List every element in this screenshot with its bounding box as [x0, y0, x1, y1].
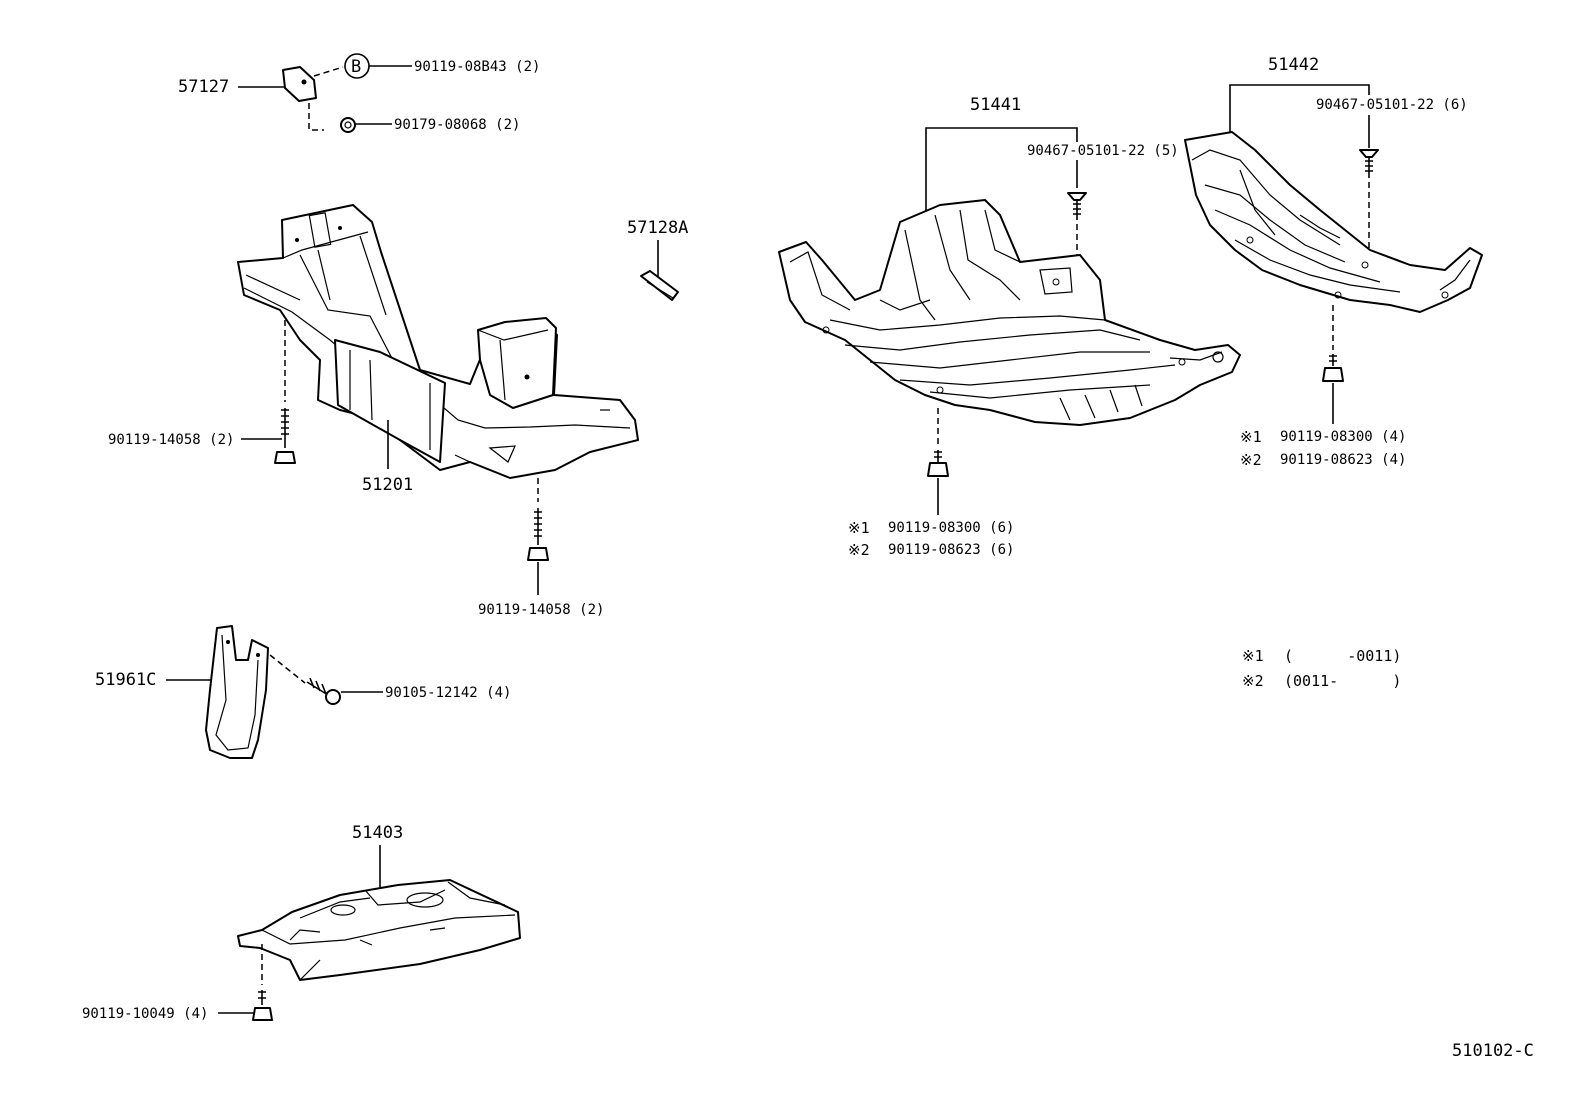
crossmember-51403 — [237, 879, 521, 981]
bolt-90119-08300-4-label: 90119-08300 (4) — [1280, 429, 1406, 445]
part-51441-label: 51441 — [970, 95, 1021, 115]
bolt-90119-08300-6 — [927, 462, 949, 477]
part-51403-label: 51403 — [352, 823, 403, 843]
fastener-90179-08068-label: 90179-08068 (2) — [394, 117, 520, 133]
mark-1-51442: ※1 — [1240, 428, 1262, 446]
note-2-text: (0011- ) — [1284, 672, 1401, 690]
undercover-51442-group: 51442 90467-05101-22 (6) ※1 90119-08300 … — [1184, 55, 1483, 469]
clip-90467-05101-22-6 — [1359, 149, 1379, 158]
bracket-57128a — [640, 270, 679, 301]
footnotes: ※1 ( -0011) ※2 (0011- ) — [1242, 647, 1401, 690]
part-51961c-label: 51961C — [95, 670, 156, 690]
diagram-reference-code: 510102-C — [1452, 1041, 1534, 1061]
bolt-90119-08300-6-label: 90119-08300 (6) — [888, 520, 1014, 536]
bolt-90119-14058-bottom — [527, 547, 549, 561]
note-1-text: ( -0011) — [1284, 647, 1401, 665]
bracket-57127-group: 57127 B 90119-08B43 (2) 90179-08068 (2) — [178, 53, 540, 133]
note-2-mark: ※2 — [1242, 672, 1264, 690]
undercover-51442 — [1184, 131, 1483, 313]
bolt-90105-12142 — [325, 689, 341, 705]
bracket-51961c — [205, 625, 269, 759]
part-57127-label: 57127 — [178, 77, 229, 97]
mark-1-51441: ※1 — [848, 519, 870, 537]
part-51442-label: 51442 — [1268, 55, 1319, 75]
note-1-mark: ※1 — [1242, 647, 1264, 665]
mark-2-51442: ※2 — [1240, 451, 1262, 469]
part-51201-label: 51201 — [362, 475, 413, 495]
circle-b-letter: B — [351, 57, 361, 77]
fastener-90119-14058-left-label: 90119-14058 (2) — [108, 432, 234, 448]
fastener-90119-10049-label: 90119-10049 (4) — [82, 1006, 208, 1022]
clip-90467-05101-22-6-label: 90467-05101-22 (6) — [1316, 97, 1468, 113]
clip-90467-05101-22-5-label: 90467-05101-22 (5) — [1027, 143, 1179, 159]
bolt-90119-10049 — [252, 1007, 273, 1021]
fastener-90105-12142-label: 90105-12142 (4) — [385, 685, 511, 701]
bolt-90119-08623-6-label: 90119-08623 (6) — [888, 542, 1014, 558]
bolt-90119-08300-4 — [1322, 367, 1344, 382]
crossmember-51201 — [237, 204, 639, 479]
undercover-51441-group: 51441 90467-05101-22 (5) ※1 90119-08300 … — [778, 95, 1241, 559]
bolt-90119-14058-left — [274, 451, 296, 464]
bracket-51961c-group: 51961C 90105-12142 (4) — [95, 625, 511, 759]
bracket-57127 — [282, 66, 317, 102]
fastener-90119-08b43-label: 90119-08B43 (2) — [414, 59, 540, 75]
mark-2-51441: ※2 — [848, 541, 870, 559]
crossmember-51201-group: 90119-14058 (2) 51201 90119-14058 (2) — [108, 204, 639, 618]
clip-90467-05101-22-5 — [1067, 192, 1087, 201]
crossmember-51403-group: 51403 90119-10049 (4) — [82, 823, 521, 1022]
part-57128a-label: 57128A — [627, 218, 688, 238]
undercover-51441 — [778, 199, 1241, 426]
bolt-90119-08623-4-label: 90119-08623 (4) — [1280, 452, 1406, 468]
bracket-57128a-group: 57128A — [627, 218, 688, 301]
nut-90179-08068 — [340, 117, 356, 133]
fastener-90119-14058-bottom-label: 90119-14058 (2) — [478, 602, 604, 618]
